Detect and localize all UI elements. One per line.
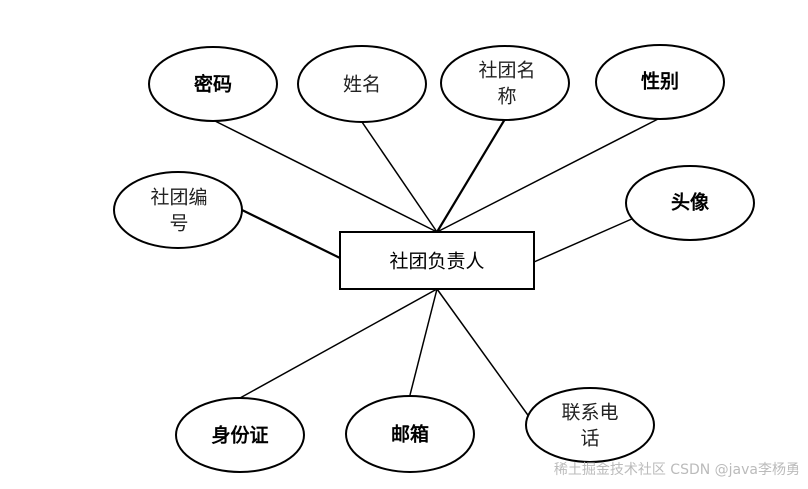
link-name xyxy=(361,121,438,233)
link-email xyxy=(409,288,438,396)
link-club-id xyxy=(241,209,341,259)
attr-gender-label: 性别 xyxy=(641,70,679,93)
link-password xyxy=(212,119,438,233)
entity-box xyxy=(339,231,535,290)
attr-avatar-label: 头像 xyxy=(671,191,710,214)
attr-email-label: 邮箱 xyxy=(391,423,429,446)
attr-password-ellipse xyxy=(148,46,278,122)
watermark: 稀土掘金技术社区 CSDN @java李杨勇 xyxy=(553,462,800,478)
attr-phone-label-2: 话 xyxy=(580,428,599,450)
attr-email-ellipse xyxy=(345,395,475,473)
attr-phone-label-1: 联系电 xyxy=(561,402,618,424)
entity-label: 社团负责人 xyxy=(389,251,484,273)
attr-avatar-ellipse xyxy=(625,165,755,241)
attr-password-label: 密码 xyxy=(194,73,232,96)
attr-club-id-ellipse xyxy=(113,171,243,249)
attr-name-label: 姓名 xyxy=(343,74,381,96)
attr-club-name-label-2: 称 xyxy=(497,86,516,108)
link-gender xyxy=(436,117,661,233)
link-id-card xyxy=(239,288,438,399)
attr-club-id-label-1: 社团编 xyxy=(150,187,207,209)
attr-id-card-ellipse xyxy=(175,397,305,473)
attr-club-name-ellipse xyxy=(440,45,570,121)
link-phone xyxy=(436,288,531,419)
link-club-name xyxy=(436,118,506,233)
attr-gender-ellipse xyxy=(595,44,725,120)
attr-id-card-label: 身份证 xyxy=(211,424,268,447)
attr-club-id-label-2: 号 xyxy=(169,213,188,235)
attr-name-ellipse xyxy=(297,45,427,123)
attr-club-name-label-1: 社团名 xyxy=(478,60,535,82)
attr-phone-ellipse xyxy=(525,387,655,463)
link-avatar xyxy=(533,217,635,263)
